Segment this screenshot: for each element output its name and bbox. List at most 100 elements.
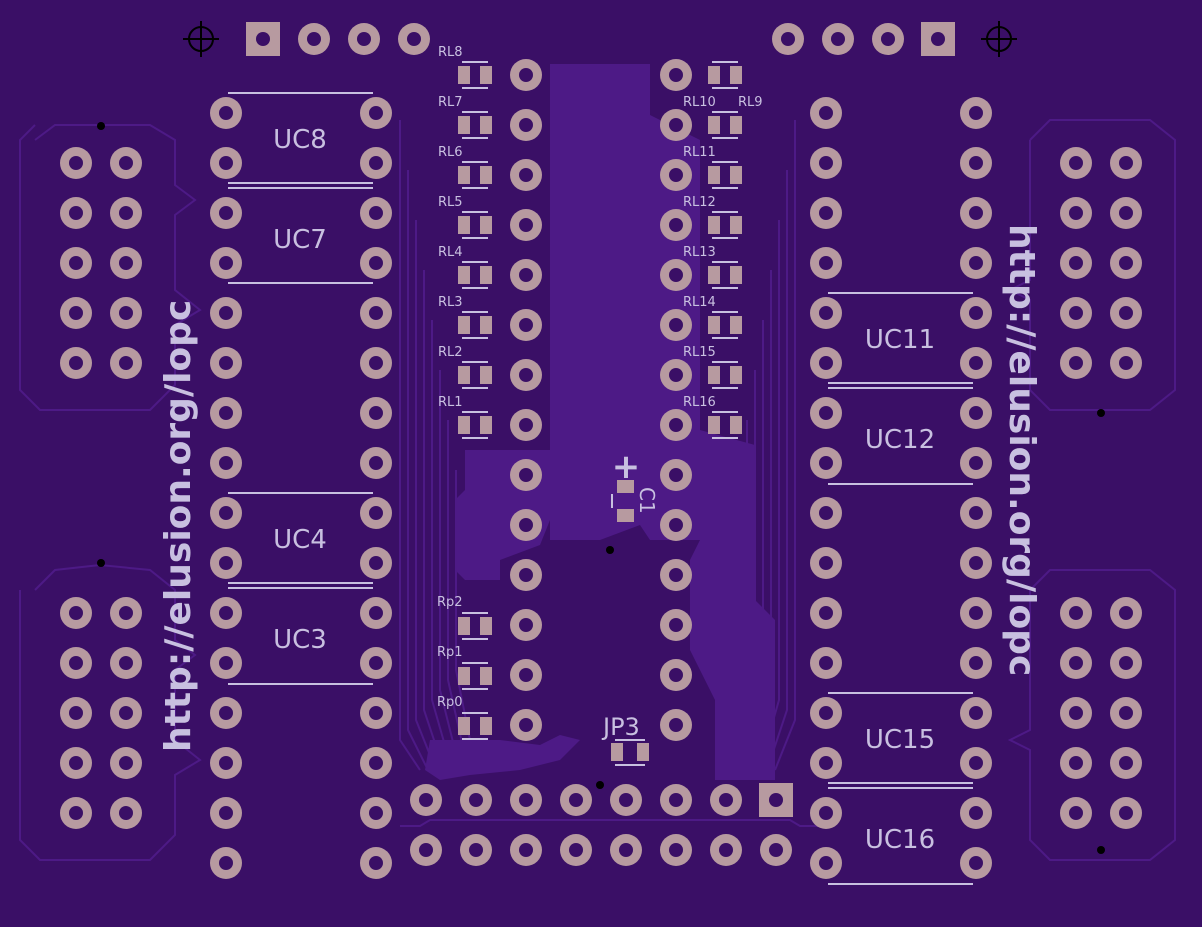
resistor-label-rp0: Rp0 xyxy=(437,695,463,710)
resistor-label-rl15: RL15 xyxy=(683,345,716,360)
chip-label-uc8: UC8 xyxy=(273,125,327,155)
left-chip-column-b-pin-9-hole xyxy=(369,506,383,520)
left-lower-connector-pin-a-3-hole xyxy=(69,706,83,720)
copper-pour xyxy=(425,64,775,780)
center-dip-left-pin-1-hole xyxy=(519,68,533,82)
center-dip-left-pin-4-hole xyxy=(519,218,533,232)
resistor-rl12-pad-a xyxy=(708,216,720,234)
left-chip-column-b-pin-11-hole xyxy=(369,606,383,620)
resistor-rl4-pad-a xyxy=(458,266,470,284)
right-chip-column-b-pin-16-hole xyxy=(969,856,983,870)
left-chip-column-b-pin-14-hole xyxy=(369,756,383,770)
resistor-rl15-pad-a xyxy=(708,366,720,384)
left-upper-connector-outline xyxy=(19,124,202,411)
left-chip-column-a-pin-1-hole xyxy=(219,106,233,120)
resistor-label-rl12: RL12 xyxy=(683,195,716,210)
right-chip-column-b-pin-5-hole xyxy=(969,306,983,320)
right-chip-column-b-pin-7-hole xyxy=(969,406,983,420)
left-chip-column-b-pin-16-hole xyxy=(369,856,383,870)
resistor-rl15-pad-b xyxy=(730,366,742,384)
left-chip-column-b-pin-4-hole xyxy=(369,256,383,270)
left-chip-column-b-pin-12-hole xyxy=(369,656,383,670)
right-upper-connector-pin-b-2-hole xyxy=(1119,206,1133,220)
left-chip-column-a-pin-5-hole xyxy=(219,306,233,320)
resistor-label-rl16: RL16 xyxy=(683,395,716,410)
right-chip-column-b-pin-9-hole xyxy=(969,506,983,520)
left-chip-column-a-pin-13-hole xyxy=(219,706,233,720)
right-chip-column-b-pin-4-hole xyxy=(969,256,983,270)
left-chip-column-a-pin-11-hole xyxy=(219,606,233,620)
center-dip-left-pin-10-hole xyxy=(519,518,533,532)
center-dip-left-pin-8-hole xyxy=(519,418,533,432)
left-chip-column-b-pin-10-hole xyxy=(369,556,383,570)
center-dip-left-pin-5-hole xyxy=(519,268,533,282)
left-chip-column-b-pin-3-hole xyxy=(369,206,383,220)
bottom-header-row1-pin-3-hole xyxy=(519,793,533,807)
center-dip-right-pin-4-hole xyxy=(669,218,683,232)
left-lower-connector-pin-a-1-hole xyxy=(69,606,83,620)
bottom-header-row1-pin-8-hole xyxy=(769,793,783,807)
left-lower-connector-pin-b-4-hole xyxy=(119,756,133,770)
right-lower-connector-pin-b-1-hole xyxy=(1119,606,1133,620)
resistor-rl16-pad-a xyxy=(708,416,720,434)
bottom-header-row2-pin-8-hole xyxy=(769,843,783,857)
left-upper-connector-pin-b-3-hole xyxy=(119,256,133,270)
left-chip-column-a-pin-12-hole xyxy=(219,656,233,670)
center-dip-right-pin-10-hole xyxy=(669,518,683,532)
via-1 xyxy=(97,122,105,130)
capacitor-pad-a xyxy=(617,480,634,493)
left-lower-connector-pin-a-5-hole xyxy=(69,806,83,820)
trace-left-0 xyxy=(399,120,421,771)
chip-label-uc11: UC11 xyxy=(865,325,935,355)
center-dip-left-pin-2-hole xyxy=(519,118,533,132)
left-chip-column-a-pin-3-hole xyxy=(219,206,233,220)
resistor-rl14-pad-b xyxy=(730,316,742,334)
bottom-header-row2-pin-5-hole xyxy=(619,843,633,857)
url-label-left: http://elusion.org/lopc xyxy=(158,300,199,752)
resistor-label-rl14: RL14 xyxy=(683,295,716,310)
via-3 xyxy=(606,546,614,554)
right-lower-connector-pin-b-5-hole xyxy=(1119,806,1133,820)
resistor-rl10-pad-b xyxy=(730,116,742,134)
right-lower-connector-pin-a-2-hole xyxy=(1069,656,1083,670)
chip-label-uc15: UC15 xyxy=(865,725,935,755)
resistor-rp1-pad-a xyxy=(458,667,470,685)
left-lower-connector-pin-a-2-hole xyxy=(69,656,83,670)
bottom-header-row2-pin-2-hole xyxy=(469,843,483,857)
resistor-rl8-pad-b xyxy=(480,66,492,84)
resistor-label-rl13: RL13 xyxy=(683,245,716,260)
right-chip-column-b-pin-12-hole xyxy=(969,656,983,670)
left-chip-column-b-pin-5-hole xyxy=(369,306,383,320)
copper-pour-center xyxy=(455,64,775,780)
left-chip-column-a-pin-4-hole xyxy=(219,256,233,270)
right-lower-connector-outline xyxy=(1007,569,1176,861)
resistor-rl14-pad-a xyxy=(708,316,720,334)
trace-bottom-header xyxy=(400,819,820,827)
right-lower-connector-pin-a-4-hole xyxy=(1069,756,1083,770)
center-dip-right-pin-8-hole xyxy=(669,418,683,432)
left-chip-column-a-pin-14-hole xyxy=(219,756,233,770)
left-upper-connector-pin-a-1-hole xyxy=(69,156,83,170)
right-chip-column-b-pin-8-hole xyxy=(969,456,983,470)
bottom-header-row2-pin-1-hole xyxy=(419,843,433,857)
top-right-header-pin-3-hole xyxy=(831,32,845,46)
right-chip-column-a-pin-3-hole xyxy=(819,206,833,220)
capacitor-polarity: + xyxy=(612,447,641,487)
resistor-rl7-pad-b xyxy=(480,116,492,134)
right-lower-connector-pin-b-3-hole xyxy=(1119,706,1133,720)
chip-label-uc3: UC3 xyxy=(273,625,327,655)
left-lower-connector-pin-b-5-hole xyxy=(119,806,133,820)
right-chip-column-a-pin-4-hole xyxy=(819,256,833,270)
right-chip-column-b-pin-2-hole xyxy=(969,156,983,170)
jumper-label: JP3 xyxy=(601,713,640,741)
jumper-pad-a xyxy=(611,743,623,761)
resistor-rl1-pad-b xyxy=(480,416,492,434)
left-chip-column-a-pin-15-hole xyxy=(219,806,233,820)
center-dip-left-pin-9-hole xyxy=(519,468,533,482)
left-lower-connector-pin-a-4-hole xyxy=(69,756,83,770)
resistor-label-rl1: RL1 xyxy=(438,395,463,410)
center-dip-right-pin-5-hole xyxy=(669,268,683,282)
left-chip-column-b-pin-1-hole xyxy=(369,106,383,120)
right-chip-column-a-pin-9-hole xyxy=(819,506,833,520)
left-upper-connector-pin-b-1-hole xyxy=(119,156,133,170)
